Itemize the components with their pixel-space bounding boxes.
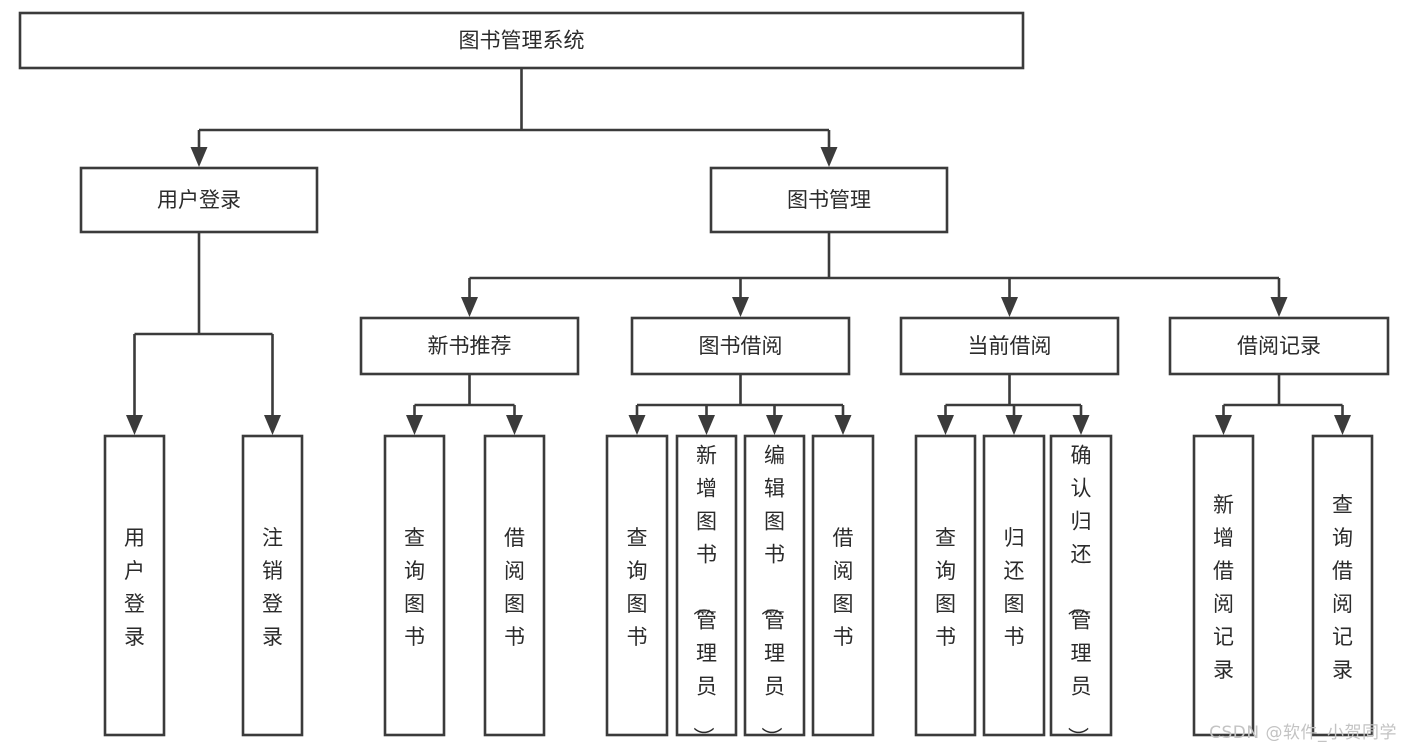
node-box-l_nbr_query [383, 434, 446, 737]
arrow-head-l_user_login [126, 415, 143, 435]
node-l_cb_query[interactable]: 查询图书 [914, 434, 977, 737]
node-box-l_cb_query [914, 434, 977, 737]
arrow-head-l_nbr_borrow [506, 415, 523, 435]
node-n_new_book_rec[interactable]: 新书推荐 [359, 316, 580, 376]
arrow-head-l_bb_query [628, 415, 646, 435]
node-box-l_user_logout [241, 434, 304, 737]
node-box-l_br_add [1192, 434, 1255, 737]
node-box-l_user_login [103, 434, 166, 737]
node-label-l_cb_query: 查询图书 [935, 526, 956, 649]
node-l_br_query[interactable]: 查询借阅记录 [1311, 434, 1374, 737]
node-box-l_cb_return [982, 434, 1046, 737]
arrow-head-l_user_logout [264, 415, 281, 435]
arrow-head-l_cb_return [1005, 415, 1023, 435]
node-l_bb_edit[interactable]: 编辑图书（管理员） [743, 434, 806, 747]
node-label-n_user_login: 用户登录 [157, 188, 241, 212]
node-l_nbr_borrow[interactable]: 借阅图书 [483, 434, 546, 737]
node-l_user_logout[interactable]: 注销登录 [241, 434, 304, 737]
arrow-head-l_cb_query [937, 415, 954, 435]
node-box-l_bb_borrow [811, 434, 875, 737]
node-n_book_borrow[interactable]: 图书借阅 [630, 316, 851, 376]
node-l_br_add[interactable]: 新增借阅记录 [1192, 434, 1255, 737]
node-root[interactable]: 图书管理系统 [18, 11, 1025, 70]
arrow-head-l_nbr_query [406, 415, 423, 435]
node-label-l_user_login: 用户登录 [124, 526, 145, 649]
node-box-l_bb_edit [743, 434, 806, 737]
arrow-head-n_current_borrow [1001, 297, 1018, 317]
node-l_bb_query[interactable]: 查询图书 [605, 434, 669, 737]
node-label-l_cb_confirm: 确认归还（管理员） [1066, 444, 1092, 747]
arrow-head-l_bb_borrow [834, 415, 852, 435]
node-box-n_book_borrow [630, 316, 851, 376]
node-box-n_book_mgmt [709, 166, 949, 234]
node-label-n_new_book_rec: 新书推荐 [428, 334, 512, 358]
arrow-head-n_borrow_record [1270, 297, 1288, 317]
node-box-root [18, 11, 1025, 70]
node-box-n_new_book_rec [359, 316, 580, 376]
node-label-n_book_mgmt: 图书管理 [787, 188, 871, 212]
arrow-head-l_br_query [1334, 415, 1351, 435]
arrow-head-l_cb_confirm [1072, 415, 1090, 435]
arrow-head-n_book_borrow [732, 297, 749, 317]
node-box-n_user_login [79, 166, 319, 234]
node-label-l_bb_query: 查询图书 [627, 526, 648, 649]
node-box-n_current_borrow [899, 316, 1120, 376]
node-l_cb_confirm[interactable]: 确认归还（管理员） [1049, 434, 1113, 747]
arrow-head-l_bb_edit [766, 415, 783, 435]
arrow-head-n_book_mgmt [820, 147, 838, 167]
node-label-l_bb_borrow: 借阅图书 [833, 526, 854, 649]
node-label-l_user_logout: 注销登录 [262, 526, 283, 649]
node-n_current_borrow[interactable]: 当前借阅 [899, 316, 1120, 376]
node-label-l_cb_return: 归还图书 [1004, 526, 1025, 649]
node-label-n_book_borrow: 图书借阅 [699, 334, 783, 358]
node-label-l_bb_edit: 编辑图书（管理员） [759, 444, 785, 747]
node-l_bb_add[interactable]: 新增图书（管理员） [675, 434, 738, 747]
node-label-l_nbr_query: 查询图书 [404, 526, 425, 649]
node-box-l_bb_query [605, 434, 669, 737]
node-label-l_bb_add: 新增图书（管理员） [691, 444, 717, 747]
arrow-head-l_bb_add [698, 415, 715, 435]
node-label-l_nbr_borrow: 借阅图书 [504, 526, 525, 649]
node-label-n_borrow_record: 借阅记录 [1237, 334, 1321, 358]
node-label-n_current_borrow: 当前借阅 [968, 334, 1052, 358]
node-l_nbr_query[interactable]: 查询图书 [383, 434, 446, 737]
csdn-watermark: CSDN @软件_小贺同学 [1209, 723, 1397, 743]
edges-layer [126, 68, 1351, 435]
node-l_user_login[interactable]: 用户登录 [103, 434, 166, 737]
node-label-l_br_query: 查询借阅记录 [1332, 493, 1353, 682]
node-label-l_br_add: 新增借阅记录 [1213, 493, 1234, 682]
node-label-root: 图书管理系统 [459, 29, 585, 53]
node-n_user_login[interactable]: 用户登录 [79, 166, 319, 234]
node-box-l_br_query [1311, 434, 1374, 737]
node-box-n_borrow_record [1168, 316, 1390, 376]
arrow-head-n_user_login [190, 147, 208, 167]
node-box-l_bb_add [675, 434, 738, 737]
arrow-head-n_new_book_rec [461, 297, 478, 317]
node-box-l_cb_confirm [1049, 434, 1113, 737]
node-l_bb_borrow[interactable]: 借阅图书 [811, 434, 875, 737]
node-n_book_mgmt[interactable]: 图书管理 [709, 166, 949, 234]
arrow-head-l_br_add [1215, 415, 1232, 435]
nodes-layer: 图书管理系统用户登录图书管理新书推荐图书借阅当前借阅借阅记录用户登录注销登录查询… [18, 11, 1390, 747]
node-n_borrow_record[interactable]: 借阅记录 [1168, 316, 1390, 376]
node-box-l_nbr_borrow [483, 434, 546, 737]
node-l_cb_return[interactable]: 归还图书 [982, 434, 1046, 737]
